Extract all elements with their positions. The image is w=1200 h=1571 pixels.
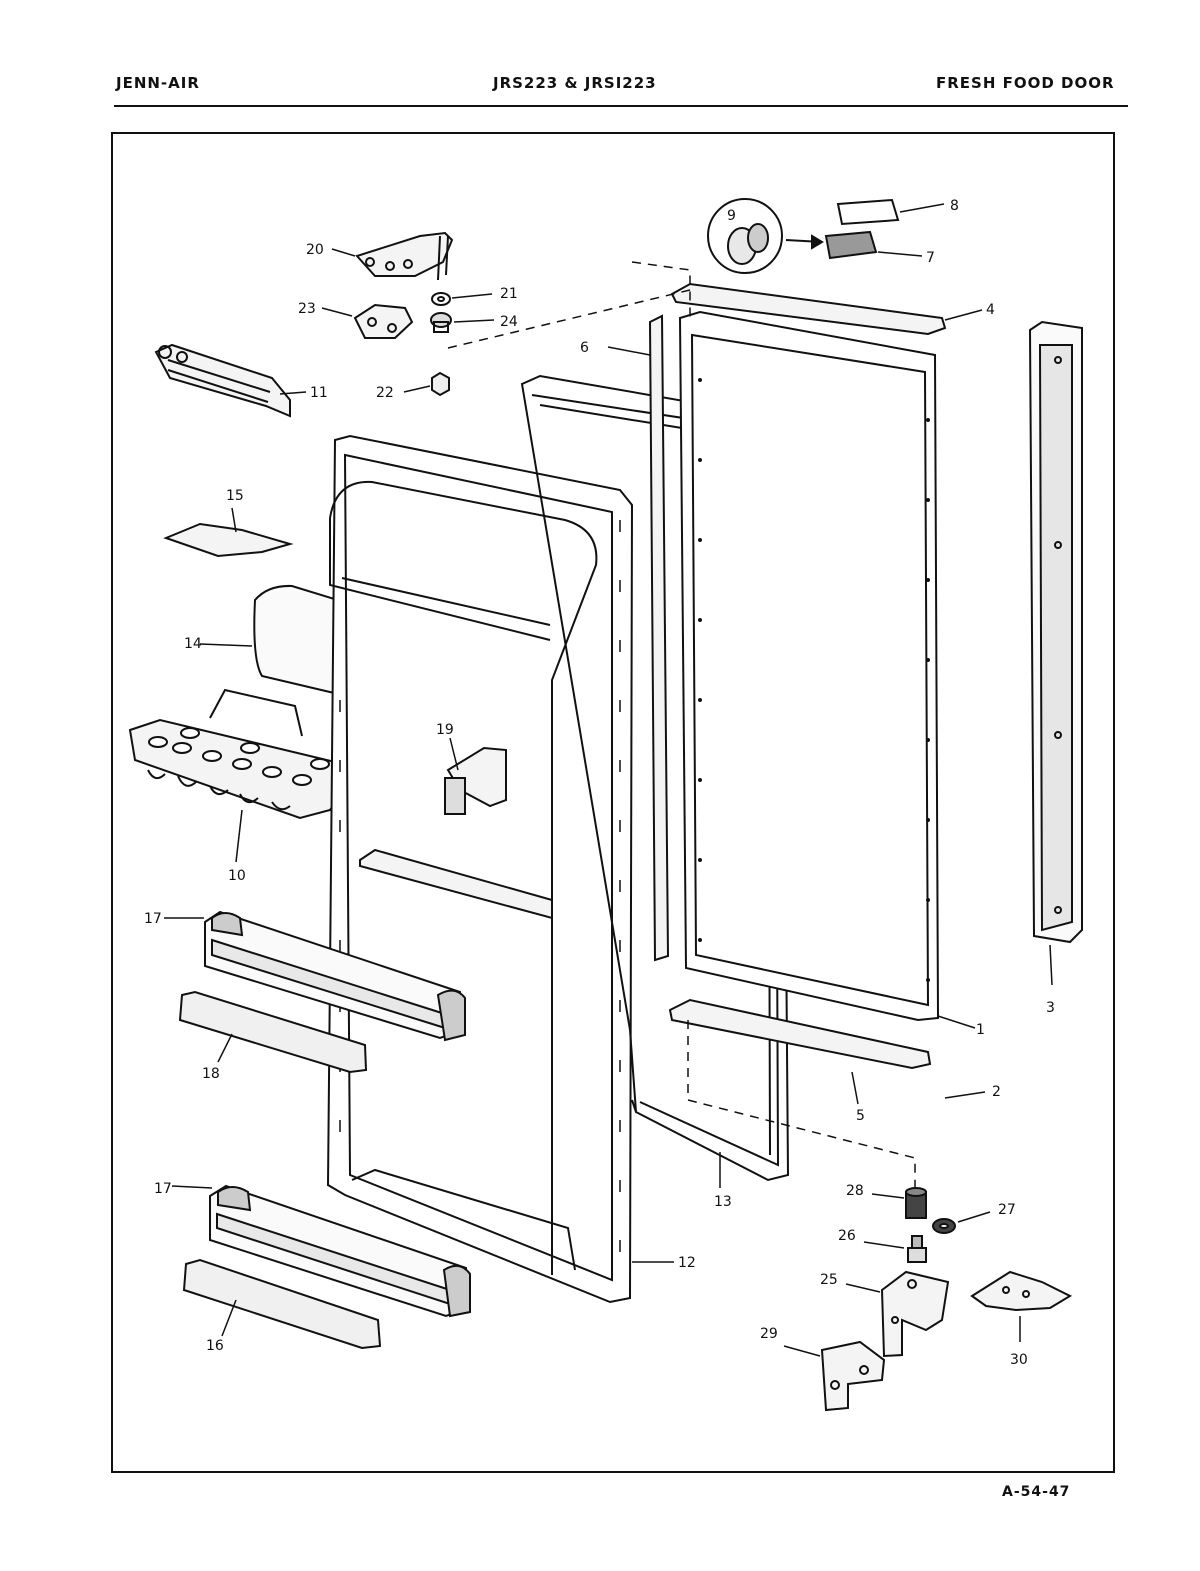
callout-19: 19 <box>436 722 454 738</box>
callout-13: 13 <box>714 1194 732 1210</box>
part-top-hinge <box>355 231 454 281</box>
callout-1: 1 <box>976 1022 985 1038</box>
callout-27: 27 <box>998 1202 1016 1218</box>
part-flap <box>163 522 294 558</box>
brand-label: JENN-AIR <box>116 74 200 92</box>
callout-2: 2 <box>992 1084 1001 1100</box>
callout-18: 18 <box>202 1066 220 1082</box>
part-breaker-strip <box>648 314 670 962</box>
callout-8: 8 <box>950 198 959 214</box>
model-numbers: JRS223 & JRSI223 <box>493 74 657 92</box>
section-title: FRESH FOOD DOOR <box>936 74 1115 92</box>
part-hinge-spacer <box>820 1340 886 1412</box>
part-upper-trim-strip <box>178 990 368 1074</box>
part-outer-door-panel <box>678 310 940 1022</box>
part-door-handle <box>1028 320 1083 944</box>
part-label-plate <box>836 198 900 226</box>
callout-12: 12 <box>678 1255 696 1271</box>
part-lower-washer <box>932 1218 956 1234</box>
callout-labels: 1 2 3 4 5 6 7 8 9 10 11 12 13 14 15 16 1… <box>144 198 1055 1368</box>
part-egg-tray <box>128 688 362 820</box>
callout-22: 22 <box>376 385 394 401</box>
part-retainer-clip <box>444 746 507 815</box>
callout-3: 3 <box>1046 1000 1055 1016</box>
callout-29: 29 <box>760 1326 778 1342</box>
callout-17-lower: 17 <box>154 1181 172 1197</box>
callout-7: 7 <box>926 250 935 266</box>
part-washer <box>431 292 451 306</box>
callout-24: 24 <box>500 314 518 330</box>
part-lower-shelf-bar <box>209 1184 471 1318</box>
callout-10: 10 <box>228 868 246 884</box>
part-hinge-pin <box>907 1235 927 1263</box>
callout-30: 30 <box>1010 1352 1028 1368</box>
part-nut <box>431 371 450 397</box>
callout-11: 11 <box>310 385 328 401</box>
part-bushing <box>430 312 452 333</box>
callout-leaders <box>164 203 1053 1357</box>
callout-21: 21 <box>500 286 518 302</box>
callout-28: 28 <box>846 1183 864 1199</box>
part-upper-shelf-bar <box>204 910 466 1042</box>
part-plug-button <box>707 198 783 274</box>
callout-15: 15 <box>226 488 244 504</box>
arrow-head <box>811 234 824 250</box>
assembly-guides <box>447 261 916 1190</box>
callout-9: 9 <box>727 208 736 224</box>
callout-14: 14 <box>184 636 202 652</box>
part-door-liner <box>326 434 634 1304</box>
part-lower-trim-strip <box>182 1258 382 1350</box>
callout-4: 4 <box>986 302 995 318</box>
callout-16: 16 <box>206 1338 224 1354</box>
callout-26: 26 <box>838 1228 856 1244</box>
part-lower-hinge <box>880 1270 950 1358</box>
part-hinge-pin-cap <box>905 1187 927 1219</box>
callout-5: 5 <box>856 1108 865 1124</box>
part-bottom-channel <box>668 998 932 1070</box>
diagram-frame <box>111 132 1115 1473</box>
part-bracket <box>824 230 878 260</box>
part-cabinet-hinge <box>970 1270 1073 1312</box>
part-hinge-shim <box>353 303 414 339</box>
callout-20: 20 <box>306 242 324 258</box>
callout-17-upper: 17 <box>144 911 162 927</box>
figure-id: A-54-47 <box>1002 1484 1071 1500</box>
header-rule <box>114 105 1128 107</box>
part-door-stop <box>154 343 291 418</box>
callout-6: 6 <box>580 340 589 356</box>
callout-23: 23 <box>298 301 316 317</box>
callout-25: 25 <box>820 1272 838 1288</box>
